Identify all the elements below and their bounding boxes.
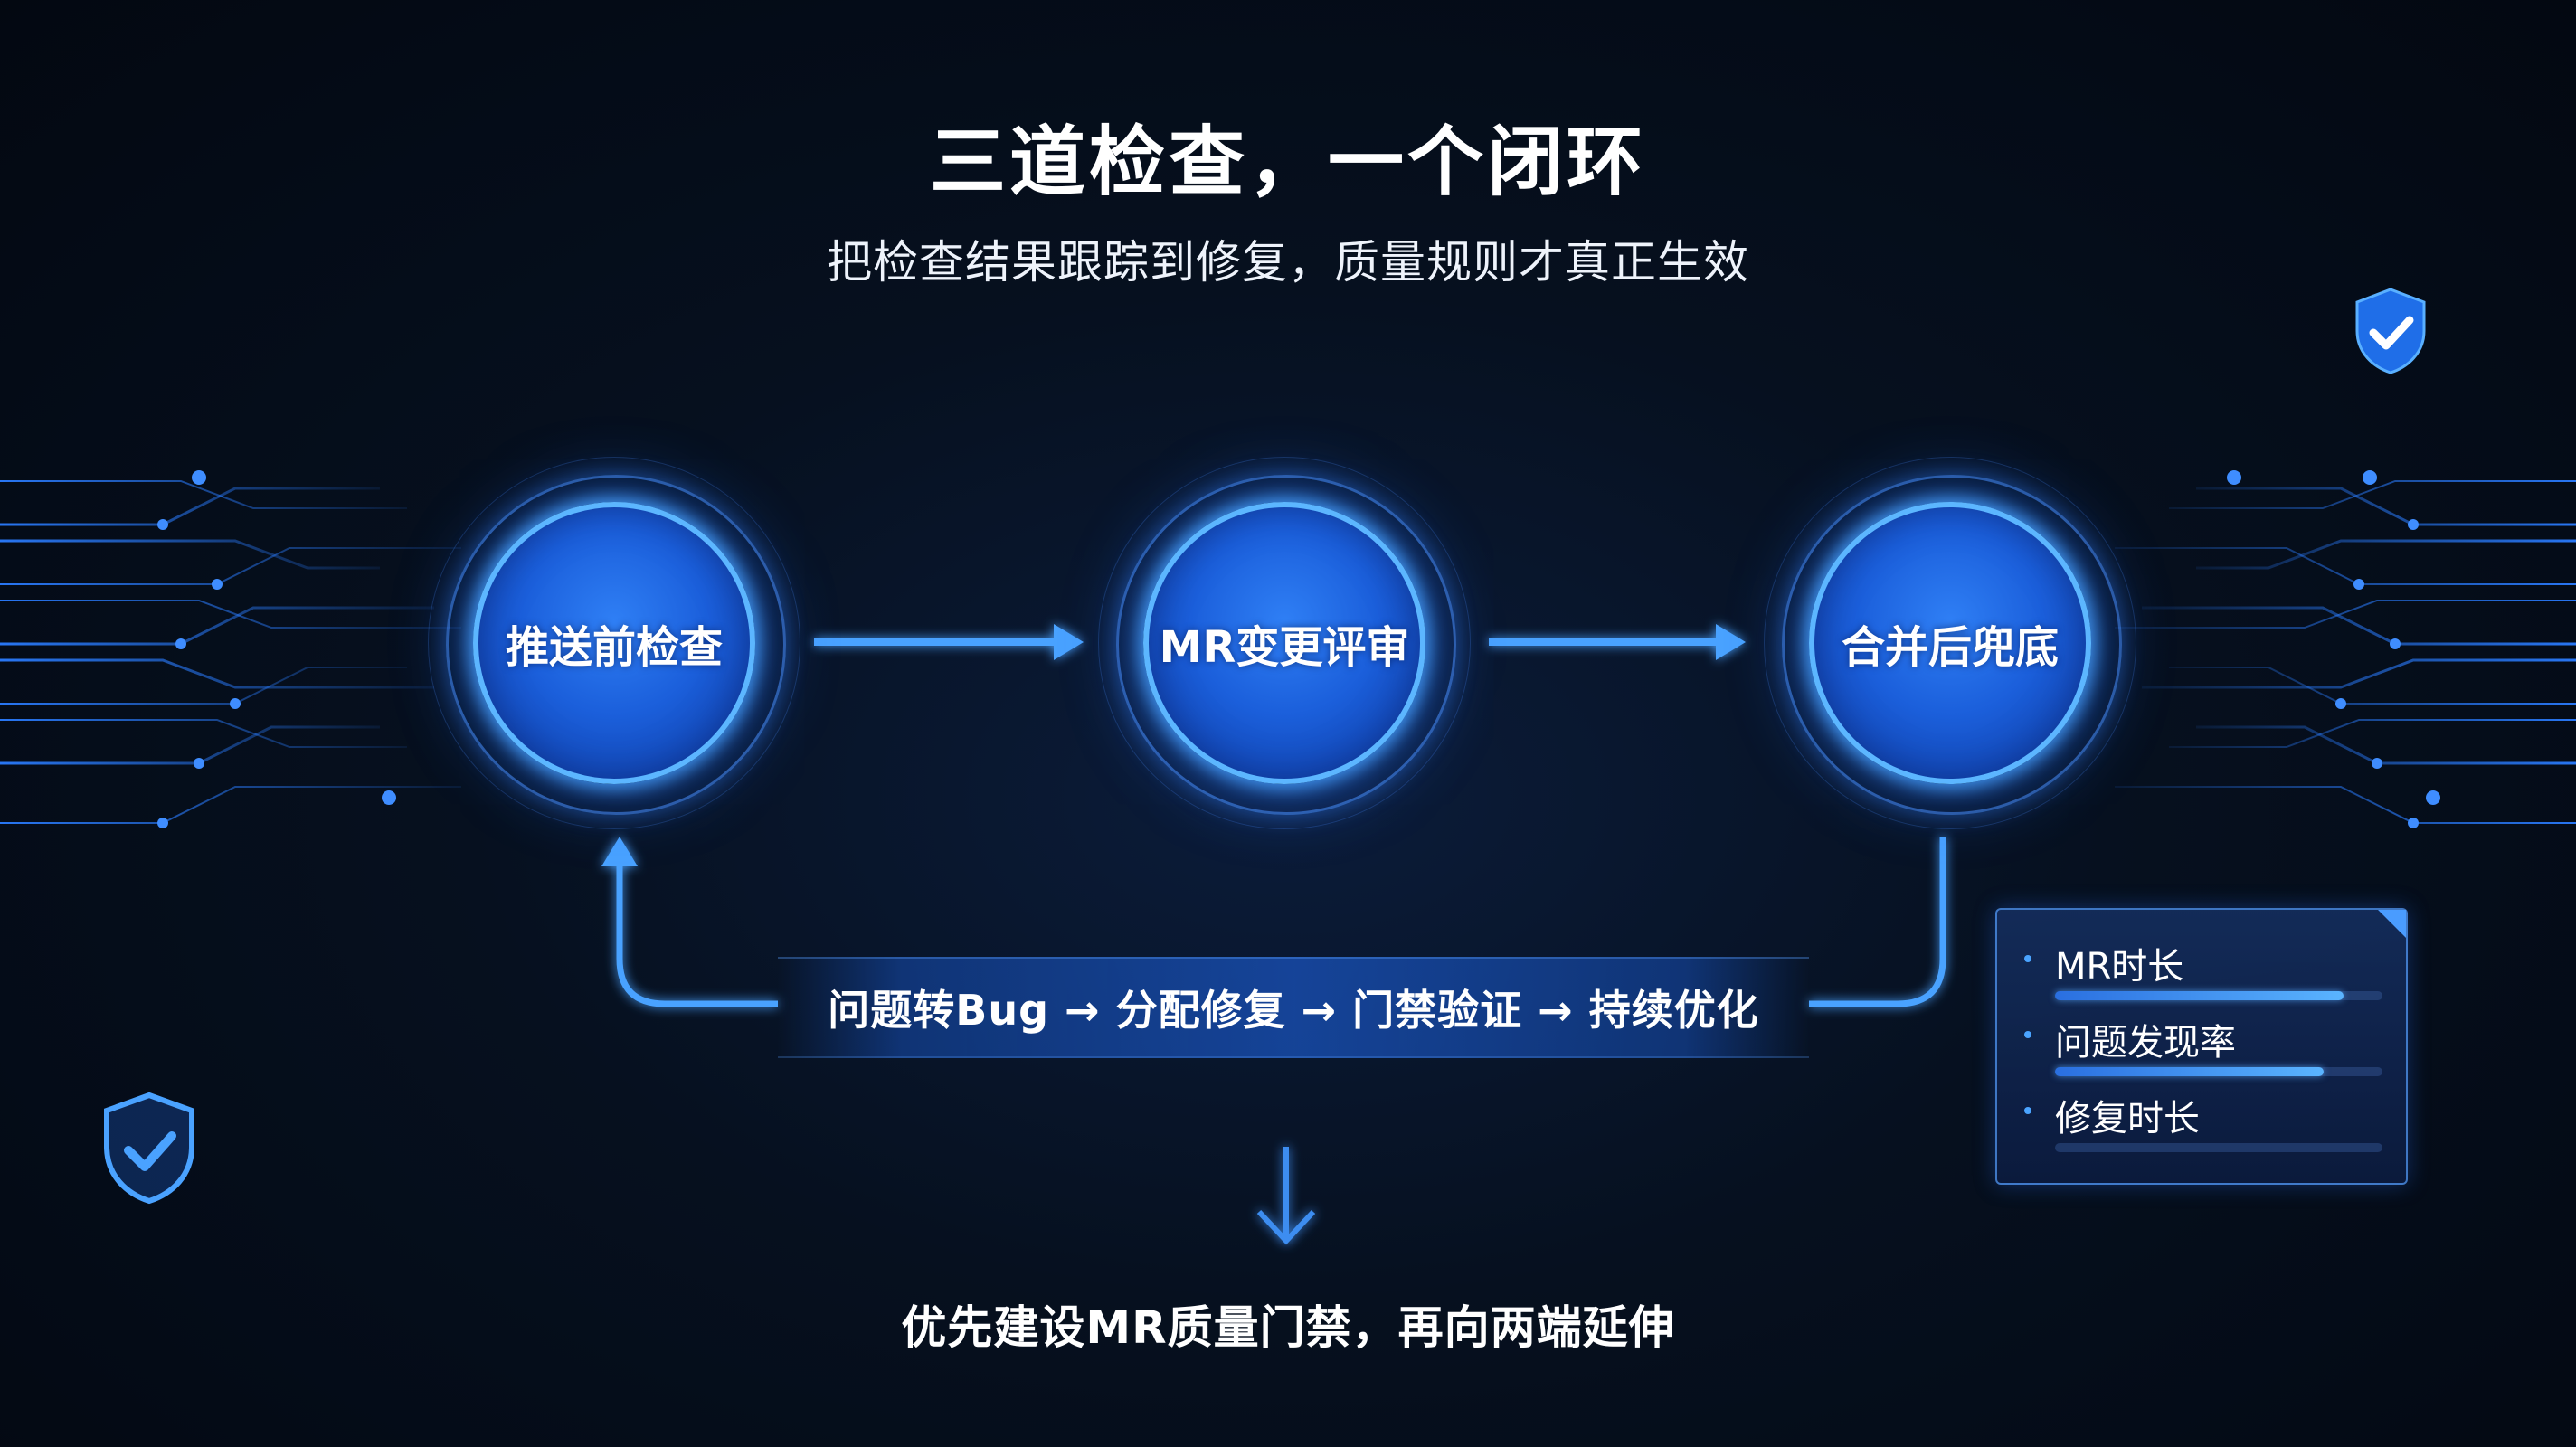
- metric-label: 问题发现率: [2055, 1022, 2236, 1064]
- metrics-panel: MR时长 问题发现率 修复时长: [1995, 908, 2408, 1185]
- metric-bar-track: [2055, 1067, 2382, 1076]
- metric-bar-fill: [2055, 1067, 2324, 1076]
- closed-loop-text: 问题转Bug → 分配修复 → 门禁验证 → 持续优化: [828, 986, 1759, 1035]
- arrow-right-icon: [814, 624, 1084, 660]
- panel-corner-decoration: [2375, 910, 2406, 941]
- page-title: 三道检查，一个闭环: [929, 118, 1646, 206]
- metric-bar-fill: [2055, 991, 2344, 1000]
- stage-label: 推送前检查: [505, 622, 723, 673]
- metric-label: 修复时长: [2055, 1098, 2200, 1140]
- shield-check-icon: [104, 1092, 194, 1205]
- closed-loop-bar: 问题转Bug → 分配修复 → 门禁验证 → 持续优化: [778, 957, 1809, 1058]
- arrow-down-icon: [1256, 1147, 1316, 1245]
- conclusion-text: 优先建设MR质量门禁，再向两端延伸: [901, 1301, 1675, 1354]
- stage-label: 合并后兜底: [1841, 622, 2059, 673]
- bullet-icon: [2024, 1031, 2031, 1038]
- metric-bar-track: [2055, 991, 2382, 1000]
- shield-check-icon: [2355, 288, 2426, 374]
- stage-label: MR变更评审: [1159, 622, 1410, 673]
- feedback-loop-line: [601, 837, 1946, 1007]
- bullet-icon: [2024, 1107, 2031, 1114]
- page-subtitle: 把检查结果跟踪到修复，质量规则才真正生效: [827, 236, 1749, 288]
- metric-bar-track: [2055, 1143, 2382, 1152]
- arrow-right-icon: [1489, 624, 1746, 660]
- bullet-icon: [2024, 955, 2031, 962]
- metric-label: MR时长: [2055, 946, 2184, 988]
